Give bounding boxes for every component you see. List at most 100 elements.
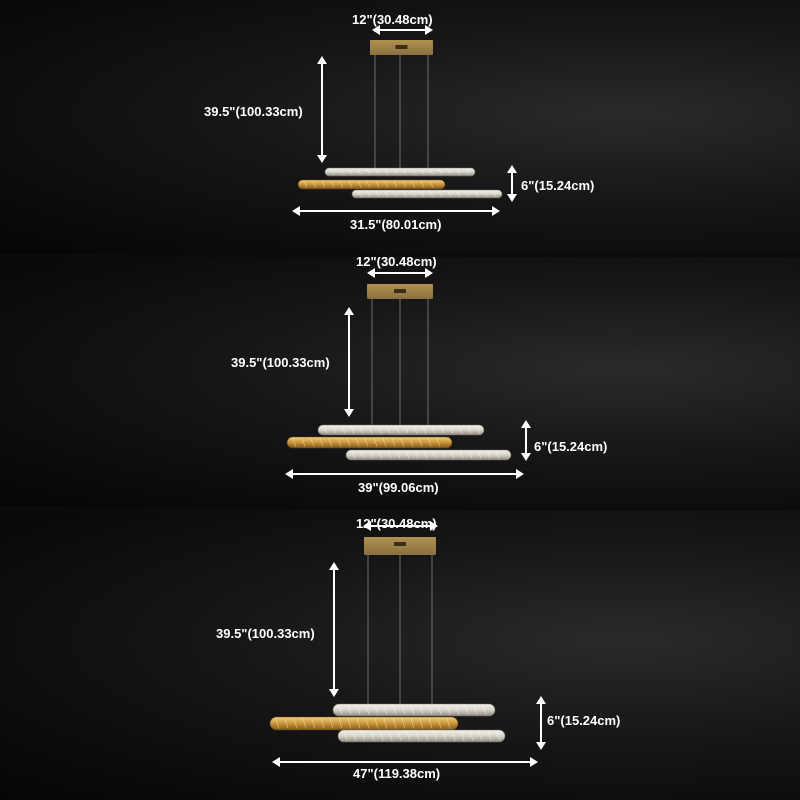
crystal-facet xyxy=(343,731,348,741)
crystal-facet xyxy=(373,438,378,447)
fixture-length-label: 39"(99.06cm) xyxy=(358,480,439,495)
crystal-facet xyxy=(437,705,442,715)
crystal-facet xyxy=(429,169,434,175)
crystal-facet xyxy=(312,181,317,188)
crystal-facet xyxy=(397,731,402,741)
crystal-facet xyxy=(393,191,398,197)
crystal-facet xyxy=(438,169,443,175)
crystal-facet xyxy=(429,181,434,188)
canopy-width-label: 12"(30.48cm) xyxy=(356,257,437,269)
clear-crystal-ring xyxy=(332,703,496,717)
crystal-facet xyxy=(449,426,454,434)
crystal-facet xyxy=(293,718,298,729)
canopy-width-label: 12"(30.48cm) xyxy=(352,12,433,27)
crystal-facet xyxy=(391,438,396,447)
crystal-facet xyxy=(469,731,474,741)
crystal-facet xyxy=(355,438,360,447)
crystal-facet xyxy=(368,426,373,434)
crystal-facet xyxy=(447,169,452,175)
crystal-facet xyxy=(405,451,410,459)
drop-length-label: 39.5"(100.33cm) xyxy=(204,104,303,119)
fixture-length-arrow xyxy=(292,206,500,216)
crystal-facet xyxy=(360,451,365,459)
crystal-facet xyxy=(432,451,437,459)
crystal-facet xyxy=(384,181,389,188)
crystal-facet xyxy=(361,731,366,741)
gold-crystal-ring xyxy=(286,436,453,449)
crystal-facet xyxy=(433,731,438,741)
crystal-facet xyxy=(410,718,415,729)
crystal-facet xyxy=(411,181,416,188)
crystal-facet xyxy=(441,451,446,459)
crystal-facet xyxy=(377,426,382,434)
gold-crystal-ring xyxy=(297,179,446,190)
crystal-facet xyxy=(428,718,433,729)
crystal-facet xyxy=(402,181,407,188)
crystal-facet xyxy=(356,718,361,729)
crystal-facet xyxy=(351,451,356,459)
crystal-facet xyxy=(404,426,409,434)
crystal-facet xyxy=(357,181,362,188)
crystal-facet xyxy=(348,181,353,188)
crystal-facet xyxy=(482,705,487,715)
crystal-facet xyxy=(366,191,371,197)
crystal-facet xyxy=(459,451,464,459)
canopy-detail xyxy=(394,289,406,293)
crystal-facet xyxy=(419,705,424,715)
crystal-facet xyxy=(477,451,482,459)
crystal-facet xyxy=(393,169,398,175)
crystal-facet xyxy=(450,451,455,459)
crystal-facet xyxy=(347,718,352,729)
crystal-facet xyxy=(365,705,370,715)
crystal-facet xyxy=(424,731,429,741)
crystal-facet xyxy=(409,438,414,447)
crystal-facet xyxy=(401,705,406,715)
canopy-width-label: 12"(30.48cm) xyxy=(356,516,437,531)
canopy-detail xyxy=(394,542,406,546)
crystal-facet xyxy=(384,169,389,175)
crystal-facet xyxy=(374,705,379,715)
crystal-facet xyxy=(392,705,397,715)
crystal-facet xyxy=(478,731,483,741)
crystal-facet xyxy=(495,451,500,459)
crystal-facet xyxy=(474,191,479,197)
crystal-facet xyxy=(455,705,460,715)
crystal-facet xyxy=(438,191,443,197)
chandelier-illustration-3 xyxy=(269,521,546,767)
crystal-facet xyxy=(310,438,315,447)
crystal-facet xyxy=(400,438,405,447)
crystal-facet xyxy=(451,731,456,741)
fixture-height-label: 6"(15.24cm) xyxy=(547,713,621,728)
crystal-facet xyxy=(423,451,428,459)
crystal-facet xyxy=(338,705,343,715)
crystal-facet xyxy=(356,705,361,715)
crystal-facet xyxy=(420,191,425,197)
fixture-height-arrow xyxy=(521,420,531,461)
crystal-facet xyxy=(442,731,447,741)
crystal-facet xyxy=(468,451,473,459)
crystal-facet xyxy=(383,718,388,729)
crystal-facet xyxy=(422,426,427,434)
crystal-facet xyxy=(323,426,328,434)
crystal-facet xyxy=(321,181,326,188)
crystal-facet xyxy=(369,451,374,459)
crystal-facet xyxy=(419,718,424,729)
crystal-facet xyxy=(386,426,391,434)
drop-length-arrow xyxy=(344,307,354,417)
crystal-facet xyxy=(411,191,416,197)
crystal-facet xyxy=(476,426,481,434)
crystal-facet xyxy=(420,169,425,175)
crystal-facet xyxy=(337,438,342,447)
crystal-facet xyxy=(460,731,465,741)
clear-crystal-ring xyxy=(345,449,512,461)
crystal-facet xyxy=(420,181,425,188)
crystal-facet xyxy=(418,438,423,447)
crystal-facet xyxy=(458,426,463,434)
crystal-facet xyxy=(402,169,407,175)
crystal-facet xyxy=(383,705,388,715)
crystal-facet xyxy=(456,191,461,197)
crystal-facet xyxy=(339,181,344,188)
crystal-facet xyxy=(414,451,419,459)
crystal-facet xyxy=(357,191,362,197)
variant-panel-2: 12"(30.48cm) 39.5"(100.33cm) 6"(15.24cm)… xyxy=(0,257,800,507)
